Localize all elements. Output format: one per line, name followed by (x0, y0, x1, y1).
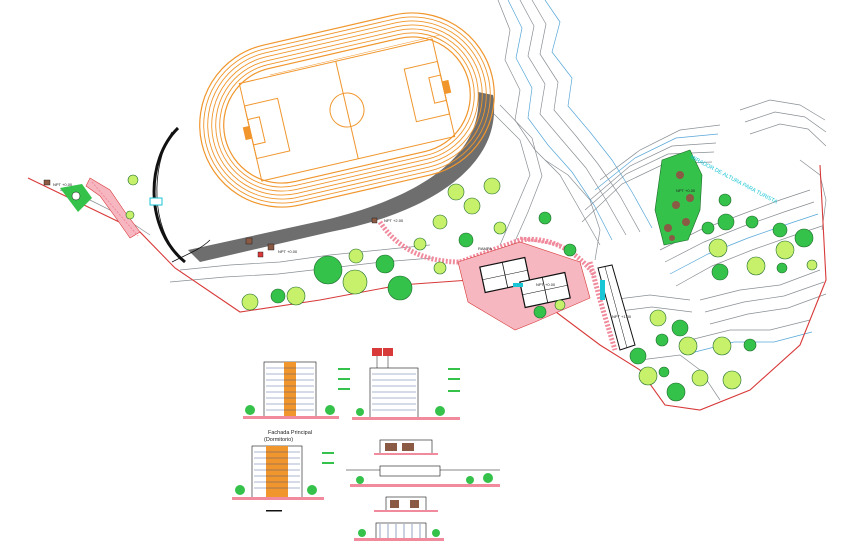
mirador-area (654, 149, 703, 246)
elevation-section-3 (374, 496, 438, 512)
level-label-mid: NPT +2.00 (384, 218, 404, 223)
elevation-section-1 (374, 439, 438, 455)
mirador-label: MIRADOR DE ALTURA PARA TURISTA (689, 154, 778, 205)
football-field (238, 38, 456, 182)
elevation-tower-2 (352, 348, 460, 420)
level-label-forest: NPT +0.00 (676, 188, 696, 193)
elevation-section-2 (346, 465, 500, 487)
running-track (199, 12, 495, 208)
trees (125, 174, 818, 402)
level-label-left: NPT +0.00 (53, 182, 73, 187)
entrance-structure (149, 126, 211, 264)
level-label-path: NPT +1.00 (612, 314, 632, 319)
elevation-tower-1 (243, 361, 350, 419)
site-boundary (27, 164, 827, 411)
elevation-section-4 (354, 522, 444, 541)
tennis-court-2 (519, 271, 571, 309)
left-entry-path (60, 177, 141, 239)
rampa-label: RAMPA (478, 246, 492, 251)
elevations: Fachada Principal (Dormitorio) (232, 348, 500, 541)
stadium (188, 12, 495, 262)
elevation-dormitory (232, 445, 334, 512)
service-building (597, 264, 636, 351)
level-label-courts: NPT +0.00 (536, 282, 556, 287)
contour-lines (59, 0, 827, 401)
site-markers (43, 179, 378, 258)
walking-path (377, 220, 618, 351)
stadium-grandstand (188, 92, 495, 262)
elevation-caption-title: Fachada Principal (268, 430, 312, 436)
level-label-stadium: NPT +0.00 (278, 249, 298, 254)
elevation-caption-sub: (Dormitorio) (264, 437, 293, 443)
